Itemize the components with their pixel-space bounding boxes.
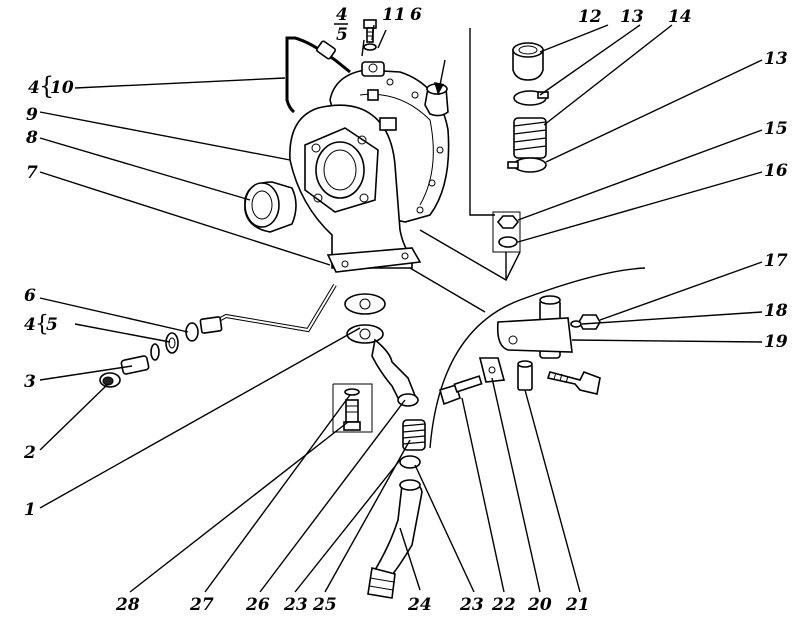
label-9: 9 — [26, 105, 38, 125]
label-1: 1 — [24, 500, 36, 520]
label-6: 6 — [410, 5, 422, 25]
flow-arrow — [434, 59, 446, 96]
label-19: 19 — [764, 332, 788, 352]
label-3: 3 — [24, 372, 36, 392]
label-13: 13 — [764, 49, 788, 69]
label-6: 6 — [24, 286, 36, 306]
label-2: 2 — [23, 443, 36, 463]
label-24: 24 — [407, 595, 432, 615]
label-17: 17 — [764, 251, 788, 271]
bracket-assembly-17-21 — [439, 295, 601, 406]
label-23: 23 — [459, 595, 484, 615]
label-4: 4 — [24, 315, 36, 335]
label-20: 20 — [527, 595, 552, 615]
label-5: 5 — [46, 315, 58, 335]
lower-hose-23-25 — [367, 419, 426, 599]
label-15: 15 — [764, 119, 788, 139]
label-25: 25 — [312, 595, 337, 615]
label-5: 5 — [336, 25, 348, 45]
label-12: 12 — [578, 7, 602, 27]
turbocharger-assembly — [289, 61, 450, 273]
subassembly-divider — [409, 267, 646, 449]
brace-icon: { — [39, 72, 54, 100]
label-14: 14 — [668, 7, 692, 27]
bolt-part-11 — [363, 19, 377, 51]
label-22: 22 — [491, 595, 516, 615]
label-16: 16 — [764, 161, 788, 181]
label-4: 4 — [28, 78, 40, 98]
label-10: 10 — [50, 78, 74, 98]
label-28: 28 — [115, 595, 140, 615]
nut-and-washer-15-16 — [492, 211, 521, 253]
label-23: 23 — [283, 595, 308, 615]
label-18: 18 — [764, 301, 788, 321]
leader-lines — [39, 24, 763, 593]
label-13: 13 — [620, 7, 644, 27]
callout-bracket-lines — [419, 28, 521, 281]
label-4: 4 — [336, 5, 348, 25]
brace-icon: { — [35, 312, 49, 337]
label-27: 27 — [189, 595, 214, 615]
adaptor-ring-part-8 — [244, 181, 297, 233]
bolt-kit-27-28 — [332, 383, 373, 433]
label-8: 8 — [25, 128, 38, 148]
label-7: 7 — [26, 163, 38, 183]
label-11: 11 — [382, 5, 406, 25]
part-number-labels: 4 { 10 9 8 7 6 4 { 5 3 2 1 4 5 11 6 12 1… — [23, 5, 788, 615]
label-26: 26 — [245, 595, 270, 615]
air-hose-kit — [507, 42, 549, 173]
label-21: 21 — [565, 595, 590, 615]
oil-feed-pipe-part-10 — [285, 36, 351, 114]
